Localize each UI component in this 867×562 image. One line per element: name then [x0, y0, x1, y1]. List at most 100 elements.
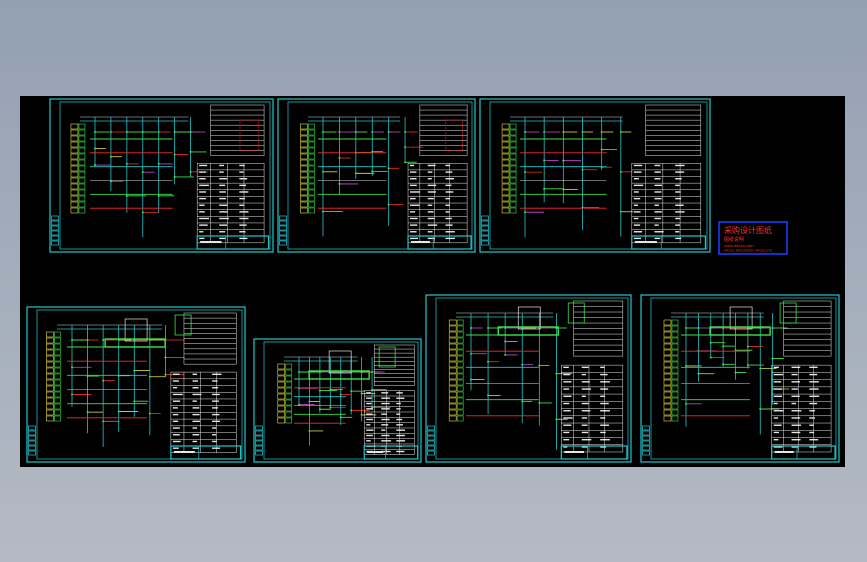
table-glyph [563, 366, 569, 369]
table-glyph [219, 171, 224, 173]
table-glyph [366, 440, 371, 442]
sheet-border [435, 297, 629, 460]
table-glyph [239, 231, 246, 233]
table-glyph [427, 204, 433, 206]
junction-dot [157, 194, 160, 197]
table-glyph [600, 366, 605, 369]
table-glyph [675, 211, 685, 213]
terminal [308, 177, 315, 184]
table-glyph [600, 388, 609, 390]
drawing-sheet-2[interactable] [277, 98, 476, 253]
terminal [46, 391, 54, 398]
junction-dot [109, 180, 112, 183]
margin-cell [255, 445, 263, 451]
terminal [277, 369, 286, 376]
terminal [54, 373, 61, 380]
table-glyph [773, 402, 778, 405]
junction-dot [685, 364, 687, 367]
junction-dot [697, 327, 700, 329]
margin-cell [279, 235, 287, 241]
terminal [54, 349, 61, 356]
table-glyph [600, 417, 606, 419]
table-glyph [192, 447, 200, 449]
junction-dot [164, 356, 167, 359]
terminal [78, 129, 86, 136]
table-glyph [581, 373, 586, 376]
table-glyph [773, 446, 783, 448]
table-glyph [366, 397, 372, 399]
terminal [671, 415, 679, 422]
terminal [70, 177, 79, 184]
table-glyph [445, 178, 455, 180]
table-glyph [600, 439, 610, 441]
terminal [46, 397, 54, 404]
junction-dot [404, 146, 407, 149]
junction-dot [722, 363, 725, 366]
table-glyph [791, 410, 802, 412]
drawing-canvas[interactable]: 采购设计图纸 图纸说明 www.mfcad.com MFCAD INTEGRAT… [20, 96, 845, 467]
table-glyph [239, 204, 245, 206]
margin-cell [28, 450, 36, 456]
terminal [308, 207, 315, 214]
terminal [663, 331, 672, 338]
table-glyph [199, 197, 206, 200]
margin-cell [481, 225, 489, 231]
junction-dot [600, 148, 603, 151]
title-block [407, 235, 472, 250]
drawing-sheet-5[interactable] [253, 338, 422, 463]
junction-dot [538, 401, 541, 404]
drawing-sheet-7[interactable] [640, 294, 840, 463]
table-glyph [809, 446, 817, 448]
table-glyph [410, 217, 418, 220]
table-glyph [633, 191, 639, 193]
table-glyph [809, 381, 819, 383]
table-glyph [396, 440, 406, 442]
table-glyph [563, 402, 570, 405]
sheet-border [650, 297, 837, 460]
table-glyph [366, 434, 373, 437]
table-glyph [192, 387, 199, 389]
terminal [54, 337, 61, 344]
terminal [501, 129, 510, 136]
title-stamp[interactable]: 采购设计图纸 图纸说明 www.mfcad.com MFCAD INTEGRAT… [718, 221, 788, 255]
table-glyph [172, 393, 183, 396]
stamp-border [718, 221, 788, 255]
drawing-sheet-3[interactable] [479, 98, 711, 253]
table-glyph [192, 420, 201, 423]
margin-cell [427, 425, 435, 431]
terminal [456, 385, 464, 392]
drawing-sheet-6[interactable] [425, 294, 632, 463]
terminal [509, 135, 517, 142]
terminal [70, 207, 79, 214]
table-glyph [600, 395, 605, 397]
terminal [671, 391, 679, 398]
terminal [456, 373, 464, 380]
junction-dot [133, 369, 136, 372]
table-glyph [791, 373, 798, 376]
table-glyph [427, 224, 438, 226]
junction-dot [318, 389, 321, 392]
table-glyph [212, 420, 221, 423]
table-glyph [239, 171, 244, 173]
junction-dot [133, 400, 136, 403]
table-glyph [219, 217, 229, 220]
table-glyph [427, 217, 435, 220]
table-glyph [192, 434, 200, 436]
terminal [663, 361, 672, 368]
drawing-sheet-1[interactable] [49, 98, 274, 253]
table-glyph [563, 381, 572, 383]
terminal [70, 147, 79, 154]
terminal [456, 379, 464, 386]
title-block [631, 235, 706, 250]
drawing-sheet-4[interactable] [26, 306, 246, 463]
sheet-border [59, 101, 271, 250]
terminal [46, 331, 54, 338]
table-glyph [445, 204, 450, 206]
title-block-glyph [200, 241, 222, 243]
equipment-box [729, 306, 753, 330]
terminal [70, 141, 79, 148]
terminal [308, 159, 315, 166]
junction-dot [524, 131, 526, 133]
table-glyph [172, 407, 178, 409]
table-glyph [396, 397, 405, 399]
